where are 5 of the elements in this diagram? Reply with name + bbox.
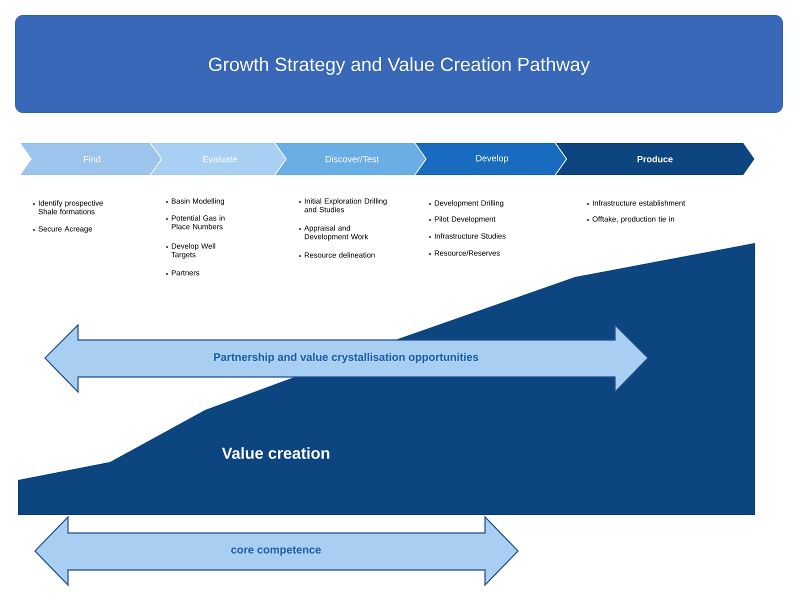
phase-tab: Find [18,142,166,176]
phase-tab: Develop [414,142,570,176]
title-banner: Growth Strategy and Value Creation Pathway [15,15,783,113]
phase-tab: Produce [554,142,756,176]
phase-tab: Discover/Test [274,142,430,176]
